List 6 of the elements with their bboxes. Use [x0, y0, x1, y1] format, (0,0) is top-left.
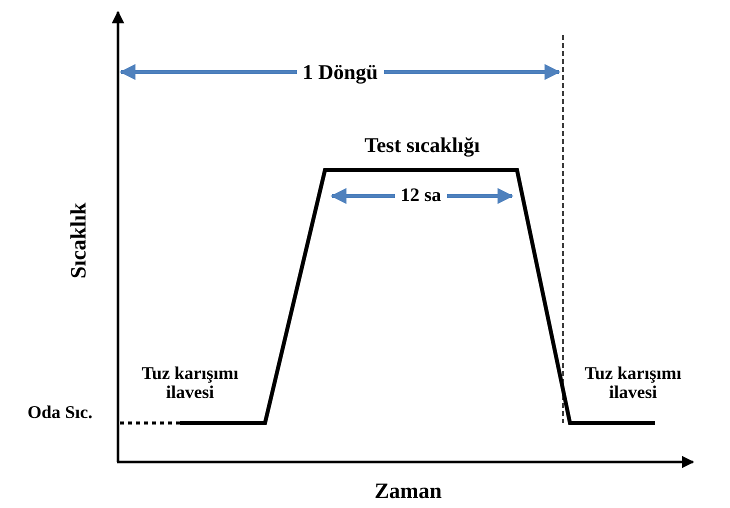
room-temperature-label: Oda Sıc.	[28, 402, 93, 422]
salt-addition-note: Tuz karışımı ilavesi	[140, 364, 240, 402]
salt-addition-note: Tuz karışımı ilavesi	[584, 364, 682, 402]
test-temperature-label: Test sıcaklığı	[364, 134, 480, 156]
y-axis-title: Sıcaklık	[66, 202, 90, 278]
x-axis-title: Zaman	[374, 478, 442, 502]
